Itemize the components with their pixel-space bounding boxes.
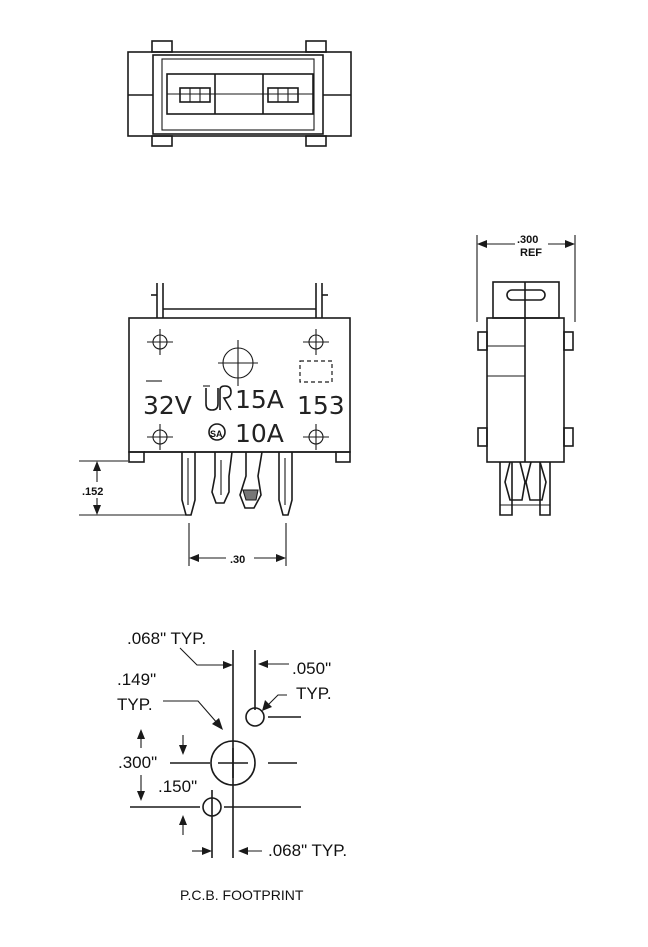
width-ref-dimension: .300	[517, 234, 538, 246]
voltage-marking: 32V	[143, 391, 192, 420]
small-hole-typ-label: TYP.	[296, 684, 332, 703]
part-number: 153	[297, 391, 345, 420]
csa-rating: 10A	[235, 419, 284, 448]
mounting-hole-icon	[302, 423, 330, 451]
pcb-footprint: .068" TYP. .050" TYP. .149" TYP. .300" .…	[117, 629, 347, 903]
pad-hole-bottom-label: .068" TYP.	[268, 841, 347, 860]
side-view: .300 REF	[476, 234, 576, 516]
csa-logo-icon: SA	[208, 423, 226, 441]
pin-length-dimension: .152	[82, 486, 103, 498]
pin-left	[181, 452, 196, 516]
small-hole-icon	[202, 797, 222, 817]
vertical-spacing-label: .300"	[118, 753, 157, 772]
large-hole-icon	[210, 740, 256, 786]
pin-right	[278, 452, 293, 516]
mounting-hole-icon	[146, 328, 174, 356]
pin-center-right	[239, 451, 263, 509]
mounting-hole-icon	[302, 328, 330, 356]
small-hole-diameter-label: .050"	[292, 659, 331, 678]
ur-rating: 15A	[235, 385, 284, 414]
pin-center-left	[211, 451, 233, 504]
large-hole-diameter-label: .149"	[117, 670, 156, 689]
offset-spacing-label: .150"	[158, 777, 197, 796]
front-view: 32V 15A SA 10A 153	[79, 283, 351, 566]
ur-logo-icon	[203, 385, 232, 411]
mounting-hole-icon	[146, 423, 174, 451]
large-hole-typ-label: TYP.	[117, 695, 153, 714]
footprint-caption: P.C.B. FOOTPRINT	[180, 887, 304, 903]
top-view	[127, 40, 352, 147]
pin-spacing-dimension: .30	[230, 554, 245, 566]
ref-label: REF	[520, 247, 542, 259]
svg-text:SA: SA	[210, 429, 223, 439]
pad-hole-top-label: .068" TYP.	[127, 629, 206, 648]
small-hole-icon	[245, 707, 265, 727]
